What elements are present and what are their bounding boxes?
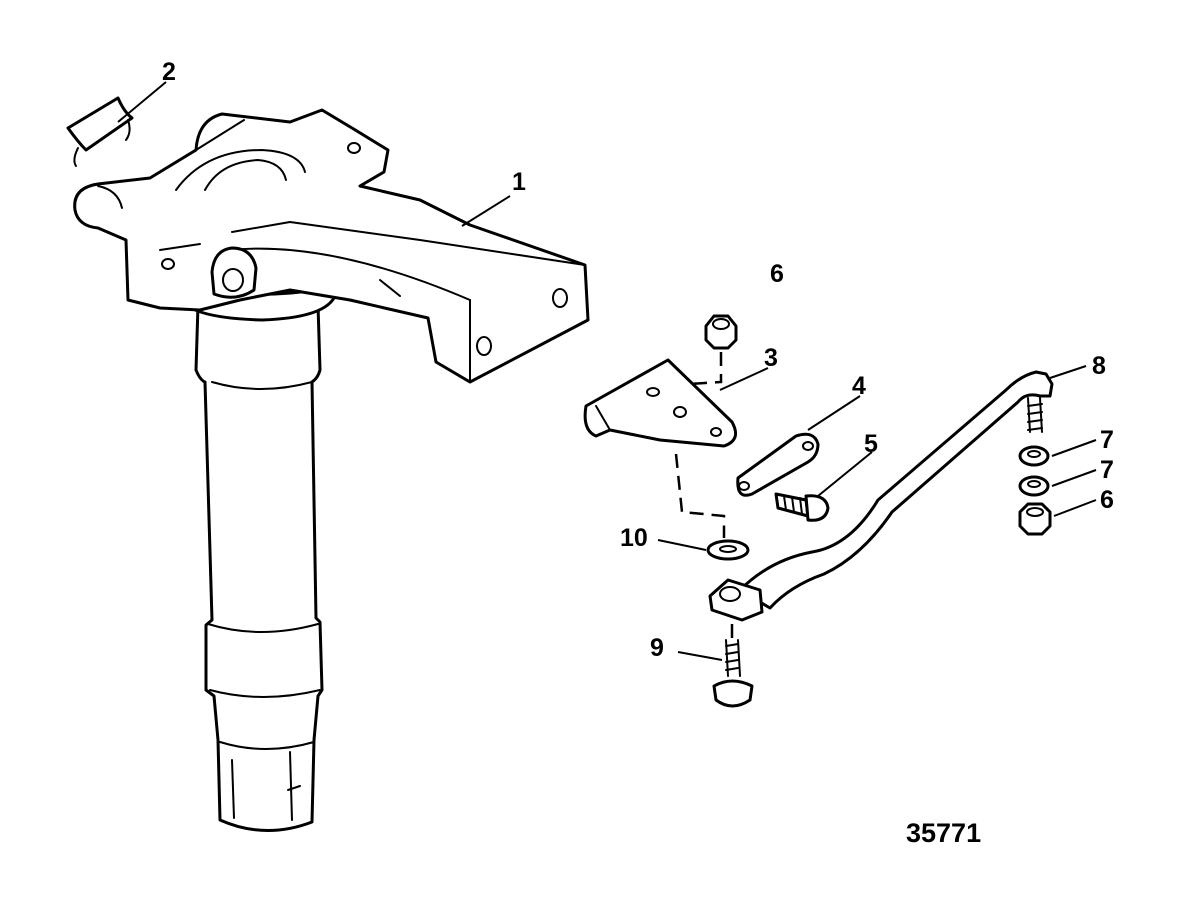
part-10-washer	[706, 539, 750, 561]
part-6-nut-top	[704, 314, 738, 350]
part-1-swivel-bracket	[73, 108, 590, 832]
callout-10: 10	[620, 524, 648, 552]
part-2-clip	[66, 96, 134, 167]
part-8-steering-link	[708, 370, 1054, 622]
callout-5: 5	[864, 430, 878, 458]
callout-2: 2	[162, 58, 176, 86]
callout-7-upper: 7	[1100, 426, 1114, 454]
callout-6-top: 6	[770, 260, 784, 288]
callout-3: 3	[764, 344, 778, 372]
part-5-bolt	[774, 492, 830, 522]
figure-number: 35771	[906, 818, 982, 848]
callout-1: 1	[512, 168, 526, 196]
part-9-screw	[712, 639, 754, 708]
part-3-bracket	[583, 358, 738, 448]
part-7-washer-upper	[1018, 445, 1050, 467]
leader-lines	[117, 81, 1097, 661]
part-7-washer-lower	[1018, 475, 1050, 497]
part-6-nut-lower	[1018, 502, 1052, 536]
callout-9: 9	[650, 634, 664, 662]
callout-4: 4	[852, 372, 866, 400]
part-4-link	[736, 432, 820, 497]
callout-6-lower: 6	[1100, 486, 1114, 514]
callout-8: 8	[1092, 352, 1106, 380]
callout-7-lower: 7	[1100, 456, 1114, 484]
